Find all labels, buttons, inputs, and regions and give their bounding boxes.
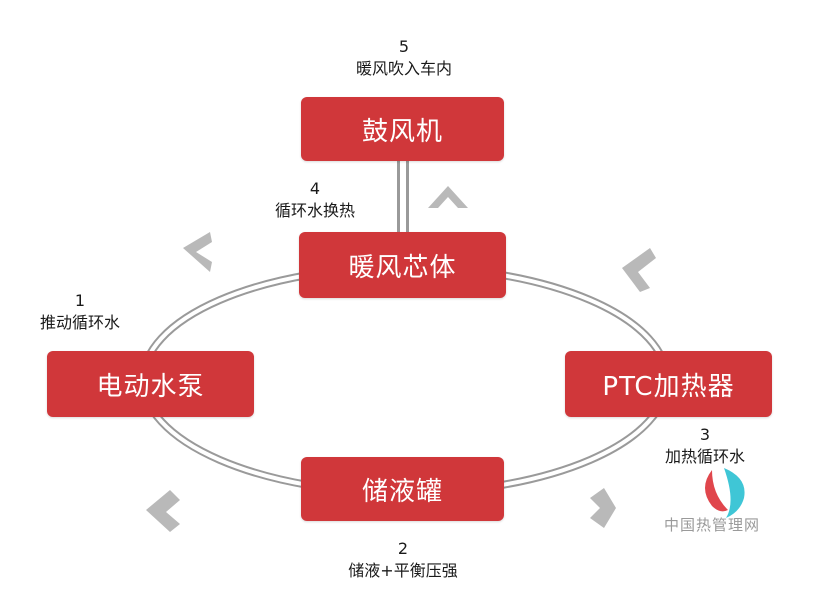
step-4-text: 循环水换热: [274, 201, 355, 220]
step-3-label: 3 加热循环水: [640, 424, 770, 468]
step-4-label: 4 循环水换热: [250, 178, 380, 222]
step-2-label: 2 储液+平衡压强: [336, 538, 470, 582]
watermark-logo-icon: [705, 468, 745, 518]
pipe-vertical-inner: [400, 160, 406, 236]
arrow-upleft-right-icon: [622, 248, 656, 292]
arrow-downleft-left-icon: [146, 490, 180, 532]
step-4-number: 4: [309, 179, 321, 198]
arrow-up-icon: [428, 186, 468, 208]
step-2-text: 储液+平衡压强: [348, 561, 458, 580]
pump-label: 电动水泵: [96, 371, 205, 402]
step-1-number: 1: [74, 291, 86, 310]
blower-box: 鼓风机: [301, 97, 504, 161]
arrow-left-top-icon: [183, 232, 212, 272]
step-5-label: 5 暖风吹入车内: [334, 36, 474, 80]
step-3-number: 3: [699, 425, 711, 444]
step-1-text: 推动循环水: [39, 313, 120, 332]
step-5-text: 暖风吹入车内: [355, 59, 452, 78]
tank-label: 储液罐: [361, 476, 443, 507]
heater-core-box: 暖风芯体: [299, 232, 506, 298]
step-5-number: 5: [398, 37, 410, 56]
step-1-label: 1 推动循环水: [18, 290, 142, 334]
watermark-text: 中国热管理网: [664, 516, 761, 534]
arrow-right-bottom-icon: [590, 488, 616, 528]
blower-label: 鼓风机: [361, 116, 443, 147]
step-2-number: 2: [397, 539, 409, 558]
tank-box: 储液罐: [301, 457, 504, 521]
ptc-heater-box: PTC加热器: [565, 351, 772, 417]
step-3-text: 加热循环水: [664, 447, 745, 466]
ptc-heater-label: PTC加热器: [602, 371, 735, 402]
heater-core-label: 暖风芯体: [348, 252, 457, 283]
pump-box: 电动水泵: [47, 351, 254, 417]
